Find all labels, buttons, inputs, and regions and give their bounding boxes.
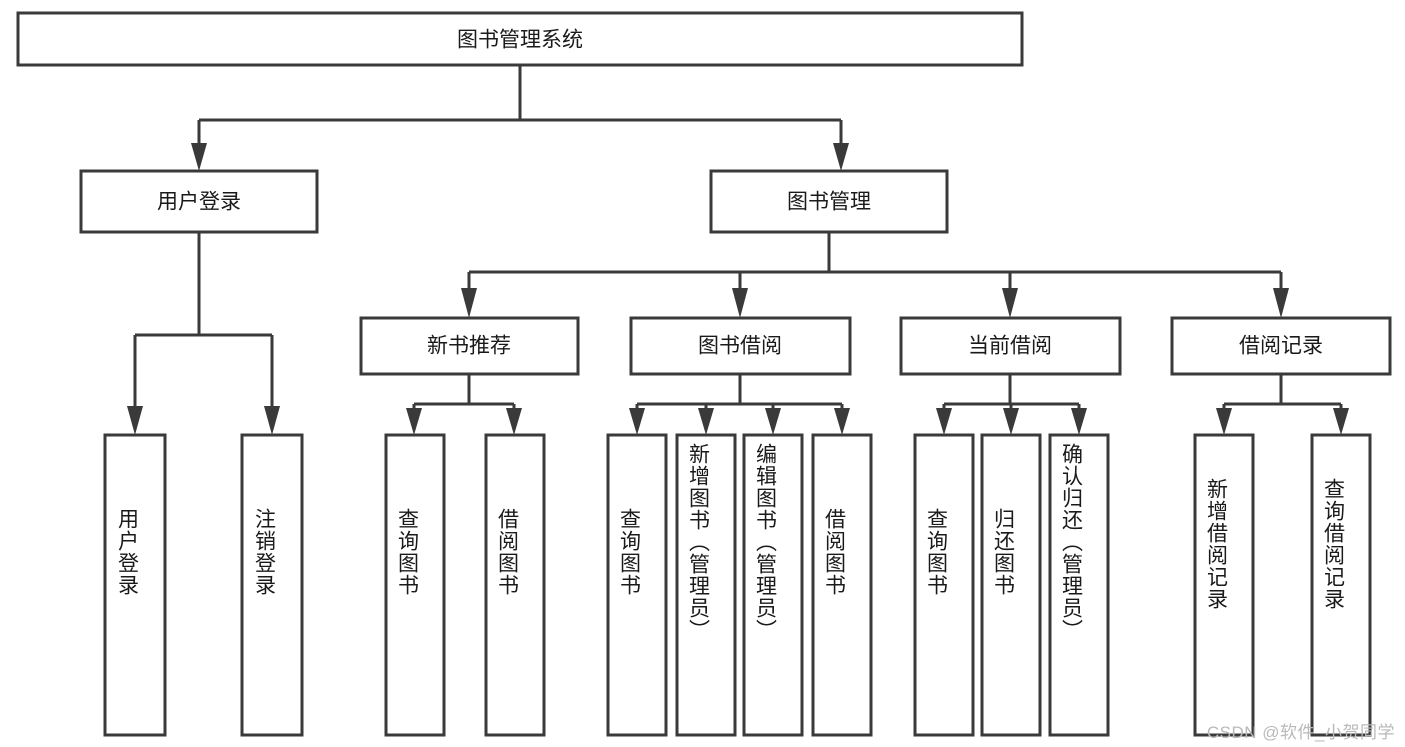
leafbox-query-book-2[interactable] (606, 433, 668, 737)
watermark-text: CSDN @软件_小贺同学 (1206, 723, 1395, 742)
node-current-borrow[interactable]: 当前借阅 (899, 316, 1122, 376)
connector-currentborrow-to-leaves (936, 374, 1087, 435)
leafbox-confirm-return[interactable] (1048, 433, 1110, 737)
leafbox-borrow-book-1[interactable] (484, 433, 546, 737)
leafbox-borrow-book-2[interactable] (811, 433, 873, 737)
node-user-login-label: 用户登录 (157, 191, 241, 214)
leafbox-query-book-3[interactable] (913, 433, 975, 737)
connector-userlogin-to-leaves (127, 232, 280, 435)
node-new-book-recommend[interactable]: 新书推荐 (359, 316, 580, 376)
leafbox-return-book[interactable] (980, 433, 1042, 737)
leafbox-add-book[interactable] (675, 433, 737, 737)
node-book-borrow[interactable]: 图书借阅 (629, 316, 852, 376)
node-user-login[interactable]: 用户登录 (79, 169, 319, 234)
connector-borrowrecord-to-leaves (1216, 374, 1349, 435)
leafbox-user-login[interactable] (103, 433, 167, 737)
node-new-book-recommend-label: 新书推荐 (427, 335, 511, 358)
node-book-borrow-label: 图书借阅 (698, 335, 782, 358)
node-current-borrow-label: 当前借阅 (968, 335, 1052, 358)
leafbox-query-record[interactable] (1310, 433, 1372, 737)
leafbox-query-book-1[interactable] (384, 433, 446, 737)
node-book-manage-label: 图书管理 (787, 191, 871, 214)
node-root-label: 图书管理系统 (457, 29, 583, 52)
node-book-manage[interactable]: 图书管理 (709, 169, 949, 234)
leafbox-logout[interactable] (240, 433, 304, 737)
node-root[interactable]: 图书管理系统 (16, 11, 1024, 67)
connector-bookborrow-to-leaves (629, 374, 850, 435)
leafbox-edit-book[interactable] (742, 433, 804, 737)
connector-root-to-level2 (191, 65, 849, 171)
connector-newbook-to-leaves (406, 374, 522, 435)
connector-bookmanage-to-level3 (461, 232, 1289, 318)
node-borrow-record[interactable]: 借阅记录 (1170, 316, 1392, 376)
node-borrow-record-label: 借阅记录 (1239, 335, 1323, 358)
leafbox-add-record[interactable] (1193, 433, 1255, 737)
